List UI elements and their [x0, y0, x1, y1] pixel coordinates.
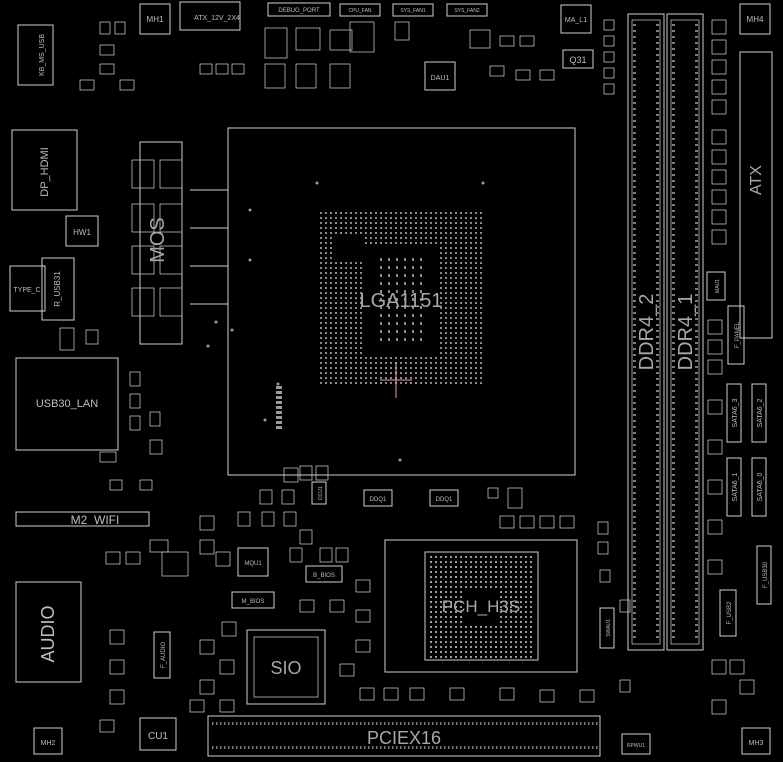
f-audio-label: F_AUDIO [161, 642, 167, 668]
type-c-label: TYPE_C [13, 287, 40, 294]
sys-fan2-header[interactable]: SYS_FAN2 [446, 3, 488, 17]
q31-label: Q31 [569, 55, 586, 65]
sata6-3-port[interactable]: SATA6_3 [726, 383, 742, 443]
ddr4-1-label: DDR4_1 [675, 294, 697, 371]
mh4-label: MH4 [747, 15, 764, 24]
f-usb2-label: F_USB2 [727, 601, 733, 624]
hw1-chip[interactable]: HW1 [65, 215, 99, 247]
audio-label: AUDIO [38, 605, 58, 662]
r-usb31-port[interactable]: R_USB31 [41, 257, 75, 321]
m2-wifi-label: M2_WIFI [71, 513, 120, 527]
r-usb31-label: R_USB31 [53, 271, 62, 307]
audio-jack[interactable]: AUDIO [15, 581, 82, 683]
sata6-2-label: SATA6_2 [757, 398, 764, 427]
mqu1-label: MQU1 [244, 561, 262, 567]
sata6-3-label: SATA6_3 [732, 398, 739, 427]
ddr4-2-slot[interactable]: DDR4_2 [627, 13, 665, 651]
sio-chip[interactable]: SIO [246, 629, 326, 705]
mh1-label: MH1 [147, 15, 164, 24]
m-bios-label: M_BIOS [242, 599, 265, 605]
usb30-lan-port[interactable]: USB30_LAN [15, 357, 119, 451]
kb-ms-usb-port[interactable]: KB_MS_USB [17, 24, 54, 86]
atx-label: ATX [748, 165, 765, 195]
m2-wifi-slot[interactable]: M2_WIFI [15, 511, 150, 527]
mh1-mount-hole[interactable]: MH1 [139, 3, 171, 35]
small-components [59, 19, 755, 733]
f-panel-label: F_PANEL [735, 321, 741, 348]
mau1-label: MAU1 [715, 279, 721, 293]
hw1-label: HW1 [73, 228, 91, 237]
dau1-label: DAU1 [431, 75, 450, 82]
pch-label: PCH_H3S [442, 597, 520, 616]
ddq1-left-label: DDQ1 [370, 497, 387, 503]
sata6-2-port[interactable]: SATA6_2 [751, 383, 767, 443]
pciex16-label: PCIEX16 [367, 728, 441, 748]
swau1-label: SWAU1 [606, 619, 612, 637]
rpwu1-label: RPWU1 [627, 743, 645, 749]
ddq1-left-chip[interactable]: DDQ1 [363, 489, 393, 507]
mos-vrm-block[interactable]: MOS [131, 141, 183, 345]
mos-label: MOS [147, 217, 169, 263]
sio-label: SIO [270, 658, 301, 678]
sys-fan1-header[interactable]: SYS_FAN1 [392, 3, 434, 17]
ma-l1-component[interactable]: MA_L1 [560, 4, 592, 34]
b-bios-chip[interactable]: B_BIOS [305, 565, 343, 583]
mh3-mount-hole[interactable]: MH3 [741, 727, 771, 755]
q31-component[interactable]: Q31 [562, 49, 594, 69]
ddr4-2-label: DDR4_2 [636, 294, 658, 371]
rpwu1-chip[interactable]: RPWU1 [621, 733, 651, 755]
dcu1-chip[interactable]: DCU1 [311, 481, 327, 505]
cpu-pin-grid [320, 212, 482, 384]
swau1-chip[interactable]: SWAU1 [599, 607, 615, 649]
atx-power-connector[interactable]: ATX [739, 51, 773, 339]
lga1151-label: LGA1151 [359, 290, 442, 312]
f-audio-header[interactable]: F_AUDIO [153, 631, 171, 679]
mh3-label: MH3 [749, 740, 764, 747]
dcu1-label: DCU1 [318, 486, 324, 500]
pch-chipset[interactable]: PCH_H3S [384, 539, 578, 673]
debug-port-header[interactable]: DEBUG_PORT [267, 2, 331, 17]
sys-fan1-label: SYS_FAN1 [400, 8, 426, 14]
dau1-chip[interactable]: DAU1 [424, 61, 456, 91]
dp-hdmi-label: DP_HDMI [39, 147, 51, 197]
cu1-label: CU1 [148, 731, 168, 742]
cpu-fan-label: CPU_FAN [348, 8, 371, 14]
mh2-mount-hole[interactable]: MH2 [33, 727, 63, 755]
sata6-1-label: SATA6_1 [732, 472, 739, 501]
dp-hdmi-port[interactable]: DP_HDMI [11, 129, 78, 211]
ma-l1-label: MA_L1 [565, 17, 587, 24]
pcie-pins [212, 722, 598, 749]
mh4-mount-hole[interactable]: MH4 [739, 3, 771, 35]
usb30-lan-label: USB30_LAN [36, 398, 98, 410]
debug-port-label: DEBUG_PORT [278, 8, 320, 14]
f-usb30-header[interactable]: F_USB30 [756, 545, 772, 605]
type-c-port[interactable]: TYPE_C [9, 265, 46, 312]
f-usb30-label: F_USB30 [763, 561, 769, 588]
m-bios-chip[interactable]: M_BIOS [231, 591, 275, 609]
pch-ball-grid [430, 556, 532, 658]
cpu-fan-header[interactable]: CPU_FAN [339, 3, 381, 17]
kb-ms-usb-label: KB_MS_USB [39, 34, 46, 76]
ddq1-right-label: DDQ1 [436, 497, 453, 503]
ddq1-right-chip[interactable]: DDQ1 [429, 489, 459, 507]
mau1-chip[interactable]: MAU1 [706, 271, 726, 301]
atx12v-connector[interactable]: ATX_12V_2X4 [179, 1, 241, 31]
sata6-0-label: SATA6_0 [757, 472, 764, 501]
atx12v-label: ATX_12V_2X4 [194, 15, 240, 22]
cpu-socket-lga1151[interactable]: LGA1151 [227, 127, 576, 476]
sys-fan2-label: SYS_FAN2 [454, 8, 480, 14]
mqu1-chip[interactable]: MQU1 [237, 547, 269, 577]
f-usb2-header[interactable]: F_USB2 [719, 589, 737, 637]
cu1-chip[interactable]: CU1 [139, 717, 177, 751]
sata6-0-port[interactable]: SATA6_0 [751, 457, 767, 517]
sata6-1-port[interactable]: SATA6_1 [726, 457, 742, 517]
mh2-label: MH2 [41, 740, 56, 747]
b-bios-label: B_BIOS [313, 573, 335, 579]
f-panel-header[interactable]: F_PANEL [727, 305, 745, 365]
vrm-traces [190, 189, 228, 305]
pciex16-slot[interactable]: PCIEX16 [207, 715, 601, 757]
ddr4-1-slot[interactable]: DDR4_1 [666, 13, 704, 651]
